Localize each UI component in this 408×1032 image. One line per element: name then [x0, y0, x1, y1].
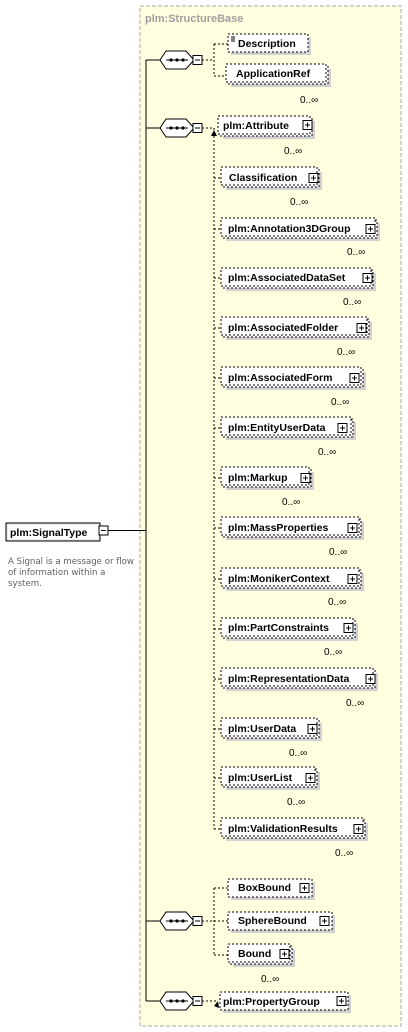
- root-element-label: plm:SignalType: [10, 527, 88, 539]
- expand-icon[interactable]: [353, 824, 364, 834]
- root-collapse-icon[interactable]: [98, 525, 109, 536]
- element-associateddataset[interactable]: plm:AssociatedDataSet 0..∞: [220, 267, 376, 308]
- root-connectors: [108, 59, 160, 1002]
- structure-base-title: plm:StructureBase: [145, 13, 243, 25]
- element-associatedfolder-label: plm:AssociatedFolder: [228, 322, 338, 334]
- element-userlist-occurs: 0..∞: [287, 797, 305, 808]
- sequence-compositor-2[interactable]: [159, 118, 203, 138]
- property-group-arrow-icon: [214, 1001, 219, 1008]
- element-partconstraints-occurs: 0..∞: [324, 647, 342, 658]
- root-annotation: A Signal is a message or flow of informa…: [8, 557, 134, 589]
- element-associatedform[interactable]: plm:AssociatedForm 0..∞: [220, 366, 366, 408]
- element-representationdata-occurs: 0..∞: [346, 698, 364, 709]
- element-associatedfolder[interactable]: plm:AssociatedFolder 0..∞: [220, 316, 372, 358]
- element-entityuserdata[interactable]: plm:EntityUserData 0..∞: [220, 416, 356, 458]
- element-markup-label: plm:Markup: [228, 472, 288, 484]
- element-userlist[interactable]: plm:UserList 0..∞: [220, 766, 320, 808]
- element-annotation3dgroup-occurs: 0..∞: [347, 247, 365, 258]
- element-massproperties[interactable]: plm:MassProperties 0..∞: [220, 516, 364, 558]
- element-application-ref-label: ApplicationRef: [236, 68, 311, 80]
- element-validationresults-occurs: 0..∞: [335, 848, 353, 859]
- expand-icon[interactable]: [347, 523, 358, 533]
- element-associatedfolder-occurs: 0..∞: [337, 347, 355, 358]
- element-spherebound[interactable]: SphereBound: [227, 911, 335, 933]
- element-plm-attribute-occurs: 0..∞: [284, 146, 302, 157]
- expand-icon[interactable]: [337, 423, 348, 433]
- element-annotation3dgroup[interactable]: plm:Annotation3DGroup 0..∞: [220, 217, 380, 258]
- element-monikercontext-label: plm:MonikerContext: [228, 573, 330, 585]
- element-entityuserdata-label: plm:EntityUserData: [228, 422, 326, 434]
- element-description-label: Description: [238, 38, 296, 50]
- root-element[interactable]: plm:SignalType: [5, 522, 101, 542]
- expand-icon[interactable]: [302, 120, 313, 130]
- element-associatedform-label: plm:AssociatedForm: [228, 372, 332, 384]
- element-plm-propertygroup-label: plm:PropertyGroup: [223, 996, 320, 1008]
- element-massproperties-label: plm:MassProperties: [228, 522, 329, 534]
- expand-icon[interactable]: [300, 473, 311, 483]
- element-entityuserdata-occurs: 0..∞: [318, 447, 336, 458]
- expand-icon[interactable]: [356, 323, 367, 333]
- expand-icon[interactable]: [365, 224, 376, 234]
- element-description[interactable]: Description: [227, 33, 311, 55]
- element-application-ref[interactable]: ApplicationRef 0..∞: [225, 63, 331, 106]
- expand-icon[interactable]: [365, 674, 376, 684]
- element-associatedform-occurs: 0..∞: [331, 397, 349, 408]
- expand-icon[interactable]: [307, 724, 318, 734]
- element-userdata-occurs: 0..∞: [289, 748, 307, 759]
- element-partconstraints-label: plm:PartConstraints: [228, 622, 329, 634]
- element-massproperties-occurs: 0..∞: [329, 547, 347, 558]
- expand-icon[interactable]: [336, 996, 347, 1006]
- expand-icon[interactable]: [347, 574, 358, 584]
- element-boxbound-label: BoxBound: [238, 882, 291, 894]
- element-userlist-label: plm:UserList: [228, 772, 293, 784]
- expand-icon[interactable]: [279, 949, 290, 959]
- substitution-arrow-icon: [211, 130, 217, 136]
- element-monikercontext-occurs: 0..∞: [328, 597, 346, 608]
- element-boxbound[interactable]: BoxBound: [227, 878, 315, 900]
- element-spherebound-label: SphereBound: [238, 915, 307, 927]
- element-markup[interactable]: plm:Markup 0..∞: [220, 466, 314, 508]
- expand-icon[interactable]: [319, 916, 330, 926]
- sequence-compositor-4[interactable]: [159, 991, 203, 1011]
- element-plm-attribute[interactable]: plm:Attribute 0..∞: [217, 115, 315, 157]
- expand-icon[interactable]: [343, 623, 354, 633]
- element-bound-label: Bound: [238, 948, 271, 960]
- expand-icon[interactable]: [299, 883, 310, 893]
- element-monikercontext[interactable]: plm:MonikerContext 0..∞: [220, 567, 364, 608]
- element-representationdata-label: plm:RepresentationData: [228, 673, 350, 685]
- element-bound[interactable]: Bound 0..∞: [227, 943, 295, 985]
- expand-icon[interactable]: [362, 273, 373, 283]
- element-classification[interactable]: Classification 0..∞: [220, 166, 322, 208]
- element-associateddataset-label: plm:AssociatedDataSet: [228, 272, 346, 284]
- structure-base-background: [139, 5, 402, 1027]
- expand-icon[interactable]: [349, 373, 360, 383]
- element-plm-propertygroup[interactable]: plm:PropertyGroup: [219, 991, 351, 1013]
- element-plm-attribute-label: plm:Attribute: [223, 120, 289, 132]
- expand-icon[interactable]: [308, 173, 319, 183]
- element-validationresults[interactable]: plm:ValidationResults 0..∞: [220, 817, 368, 859]
- element-validationresults-label: plm:ValidationResults: [228, 823, 338, 835]
- sequence-compositor-1[interactable]: [159, 50, 203, 70]
- element-bound-occurs: 0..∞: [261, 974, 279, 985]
- sequence-compositor-3[interactable]: [159, 911, 203, 931]
- element-partconstraints[interactable]: plm:PartConstraints 0..∞: [220, 617, 358, 658]
- element-application-ref-occurs: 0..∞: [300, 95, 318, 106]
- element-classification-occurs: 0..∞: [290, 197, 308, 208]
- child-connectors: [202, 43, 228, 1002]
- element-userdata-label: plm:UserData: [228, 723, 296, 735]
- element-representationdata[interactable]: plm:RepresentationData 0..∞: [220, 667, 378, 709]
- element-associateddataset-occurs: 0..∞: [343, 297, 361, 308]
- element-markup-occurs: 0..∞: [282, 497, 300, 508]
- element-classification-label: Classification: [229, 172, 297, 184]
- element-annotation3dgroup-label: plm:Annotation3DGroup: [228, 223, 350, 235]
- expand-icon[interactable]: [305, 773, 316, 783]
- element-userdata[interactable]: plm:UserData 0..∞: [220, 717, 322, 759]
